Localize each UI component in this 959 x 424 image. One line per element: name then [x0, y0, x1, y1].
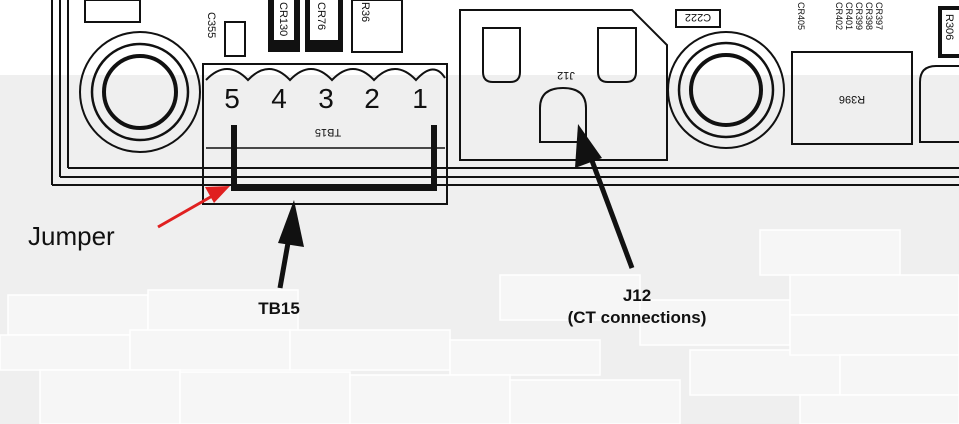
mounting-hole-left: [79, 31, 201, 153]
r396-outline: [791, 51, 913, 145]
terminal-number: 5: [224, 83, 240, 114]
jumper-arrow-head: [205, 186, 230, 203]
c222-label: C222: [685, 11, 711, 23]
component-top-left: [84, 0, 141, 23]
r36-outline: [351, 0, 403, 53]
c222-outline: [675, 9, 721, 28]
tb15-terminal-block: [202, 63, 448, 205]
j12-callout-sublabel: (CT connections): [568, 308, 707, 327]
terminal-number: 3: [318, 83, 334, 114]
r306-label: R306: [943, 14, 955, 40]
j12-arrow-head: [575, 124, 602, 168]
cr130-window: [274, 0, 294, 40]
terminal-number: 4: [271, 83, 287, 114]
cr130-label: CR130: [277, 2, 289, 36]
tb15-arrow-head: [278, 200, 304, 247]
terminal-numbers: 5 4 3 2 1: [224, 83, 428, 114]
jumper-wire: [231, 125, 437, 191]
jumper-callout-label: Jumper: [28, 221, 115, 251]
cr76-label: CR76: [315, 2, 327, 30]
tb15-callout-label: TB15: [258, 299, 300, 318]
component-label: CR398: [864, 2, 874, 30]
j12-arrow-shaft: [585, 149, 635, 269]
component-label: CR399: [854, 2, 864, 30]
mounting-hole-right: [667, 31, 785, 149]
r306-window: [942, 10, 959, 54]
jumper-arrow-shaft: [157, 193, 215, 229]
component-label: CR401: [844, 2, 854, 30]
r396-label: R396: [839, 93, 865, 105]
c355-outline: [224, 21, 246, 57]
right-edge-component: [919, 65, 959, 143]
component-label: CR405: [796, 2, 806, 30]
c355-label: C355: [205, 12, 217, 38]
background-top: [0, 0, 959, 75]
background-tiles: [0, 229, 959, 424]
component-label: CR397: [874, 2, 884, 30]
cr76-window: [310, 0, 338, 40]
j12-callout-label: J12: [623, 286, 651, 305]
component-label: CR402: [834, 2, 844, 30]
j12-board-label: J12: [557, 69, 575, 81]
r36-label: R36: [359, 2, 371, 22]
tb15-board-label: TB15: [315, 126, 341, 138]
terminal-number: 1: [412, 83, 428, 114]
right-component-labels: CR397 CR398 CR399 CR401 CR402 CR405: [796, 2, 884, 30]
j12-connector: [459, 9, 668, 161]
terminal-number: 2: [364, 83, 380, 114]
